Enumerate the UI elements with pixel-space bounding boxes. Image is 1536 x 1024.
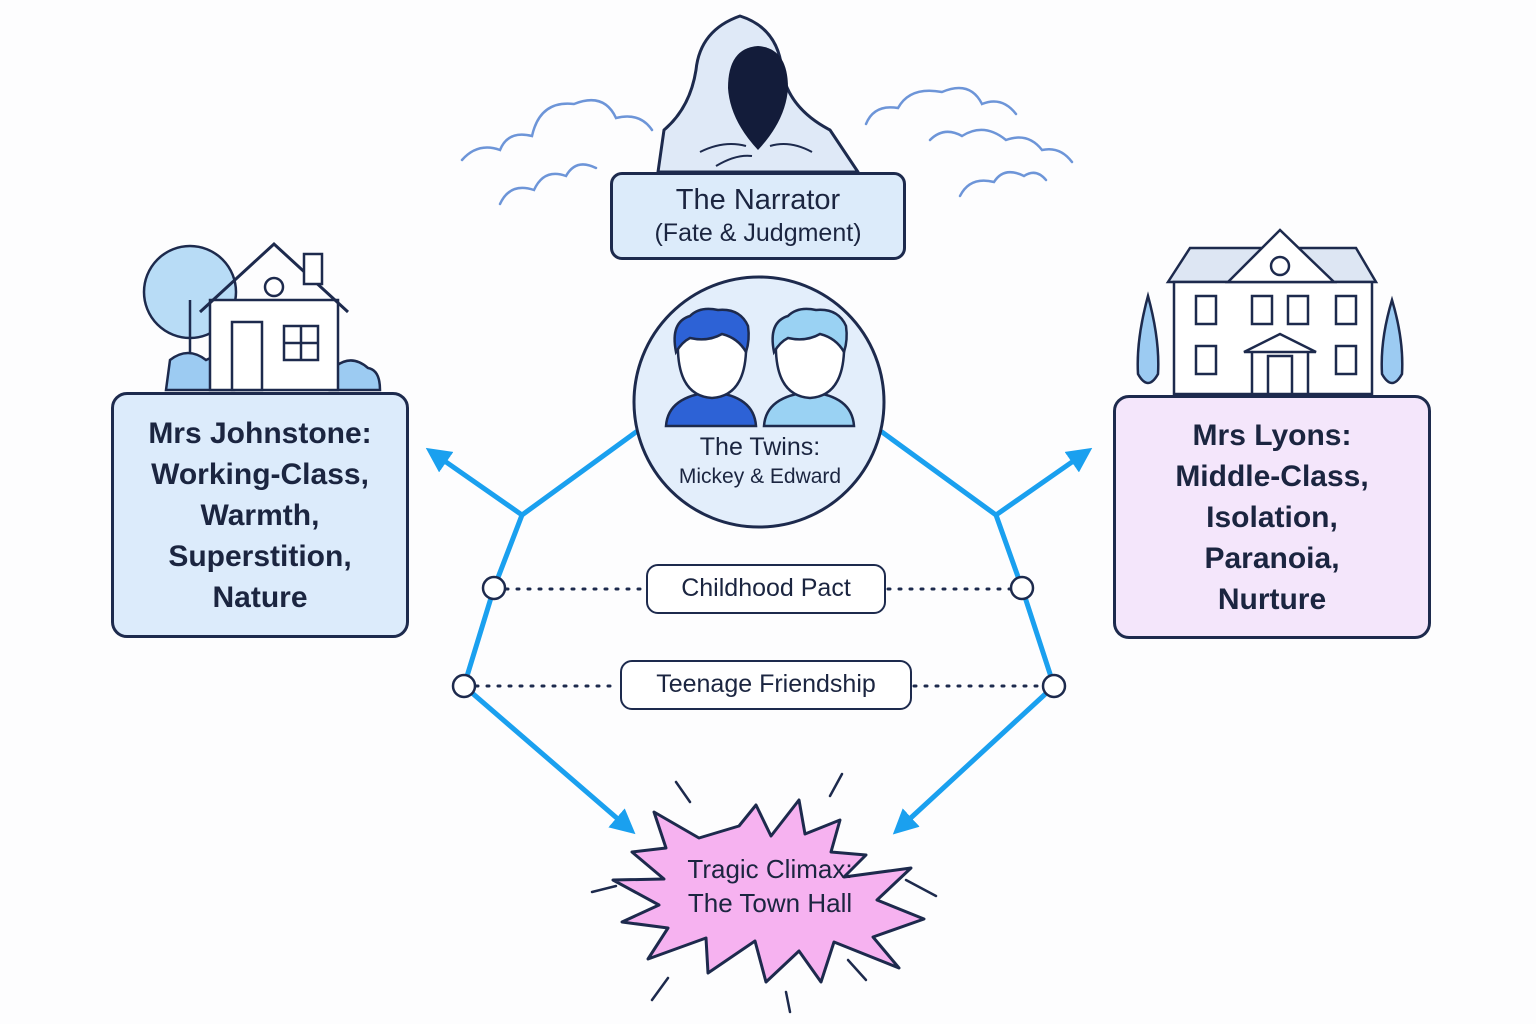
lyons-trait: Nurture	[1217, 582, 1327, 616]
johnstone-trait: Superstition,	[168, 539, 352, 573]
lyons-trait: Paranoia,	[1204, 541, 1340, 575]
hooded-figure-icon	[656, 14, 860, 174]
twins-label: The Twins: Mickey & Edward	[640, 432, 880, 490]
twins-to-johnstone-arrow	[425, 429, 639, 518]
lyons-box: Mrs Lyons: Middle-Class, Isolation, Para…	[1113, 395, 1431, 639]
starburst-icon	[611, 798, 926, 984]
small-house-icon	[142, 241, 382, 392]
teenage-friendship-label: Teenage Friendship	[620, 660, 912, 710]
johnstone-trait: Working-Class,	[151, 457, 369, 491]
johnstone-box: Mrs Johnstone: Working-Class, Warmth, Su…	[111, 392, 409, 638]
two-boys-icon	[664, 307, 856, 428]
cloud-icon	[460, 86, 1074, 206]
narrator-title: The Narrator	[675, 184, 841, 216]
twins-title: The Twins:	[699, 433, 821, 461]
johnstone-title: Mrs Johnstone:	[148, 416, 372, 450]
lyons-title: Mrs Lyons:	[1192, 418, 1352, 452]
narrator-subtitle: (Fate & Judgment)	[654, 219, 862, 247]
lyons-trait: Middle-Class,	[1175, 459, 1369, 493]
narrator-box: The Narrator (Fate & Judgment)	[610, 172, 906, 260]
twins-names: Mickey & Edward	[678, 465, 842, 488]
twins-to-lyons-arrow	[879, 429, 1093, 518]
childhood-pact-label: Childhood Pact	[646, 564, 886, 614]
path-node	[451, 575, 1067, 699]
burst-lines	[590, 772, 938, 1014]
climax-title: Tragic Climax:	[687, 854, 853, 884]
johnstone-trait: Nature	[212, 580, 308, 614]
mansion-icon	[1136, 228, 1404, 396]
lyons-trait: Isolation,	[1206, 500, 1338, 534]
climax-label: Tragic Climax: The Town Hall	[640, 852, 900, 920]
right-path-to-climax-arrow	[892, 512, 1057, 835]
climax-location: The Town Hall	[687, 888, 853, 918]
johnstone-trait: Warmth,	[200, 498, 320, 532]
left-path-to-climax-arrow	[461, 512, 636, 835]
